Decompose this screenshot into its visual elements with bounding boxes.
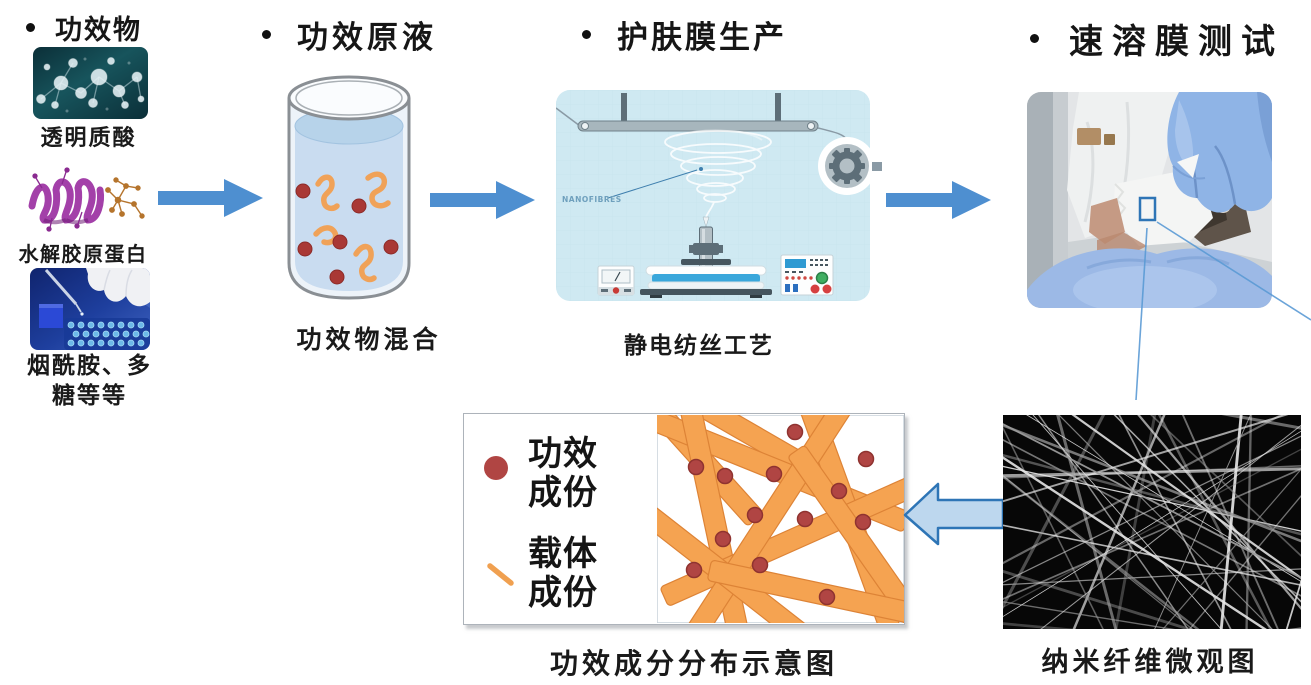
caption-electrospinning: 静电纺丝工艺: [624, 333, 774, 359]
arrow-right-icon: [430, 181, 535, 219]
legend-dot-icon: [484, 456, 508, 480]
collagen-image: [22, 160, 148, 236]
arrow-right-icon: [886, 181, 991, 219]
electrospinning-illustration: NANOFIBRES: [556, 90, 882, 301]
caption-hyaluronic-acid: 透明质酸: [40, 126, 137, 151]
legend-line-icon: [487, 563, 514, 586]
legend-label-active: 功效 成份: [528, 434, 598, 514]
caption-mixing: 功效物混合: [296, 325, 442, 354]
stage-2-title: 功效原液: [297, 20, 437, 56]
molecule-photo-art: [33, 47, 148, 119]
sem-caption: 纳米纤维微观图: [1041, 647, 1259, 678]
bullet-icon: [26, 23, 35, 32]
bullet-icon: [1030, 34, 1039, 43]
stage-2-title-row: 功效原液: [262, 12, 437, 57]
nanofiber-swirl: [664, 129, 772, 218]
bullet-icon: [582, 30, 591, 39]
fiber-schematic: [657, 415, 904, 623]
collagen-helix-art: [22, 160, 148, 236]
caption-niacinamide: 烟酰胺、多 糖等等: [27, 353, 152, 409]
film-application-art: [1027, 92, 1272, 308]
stage-1-title-row: 功效物: [26, 8, 142, 47]
block-arrow-left-icon: [903, 482, 1005, 546]
film-test-photo: [1027, 92, 1272, 308]
arrow-right-icon: [158, 179, 263, 217]
stage-3-title: 护肤膜生产: [617, 20, 787, 56]
bullet-icon: [262, 30, 271, 39]
machine-label: NANOFIBRES: [562, 195, 622, 204]
zoom-callout-rect: [1138, 196, 1157, 222]
stage-4-title-row: 速溶膜测试: [1030, 14, 1284, 63]
caption-collagen: 水解胶原蛋白: [18, 242, 148, 266]
beaker-illustration: [287, 75, 411, 300]
stage-1-title: 功效物: [55, 15, 142, 46]
stage-4-title: 速溶膜测试: [1069, 22, 1284, 62]
stage-3-title-row: 护肤膜生产: [582, 12, 787, 57]
pipette-photo-art: [30, 268, 150, 350]
lab-photo-image: [30, 268, 150, 350]
hyaluronic-acid-image: [33, 47, 148, 119]
legend-label-carrier: 载体 成份: [528, 534, 598, 614]
schematic-caption: 功效成分分布示意图: [549, 647, 838, 680]
voltmeter-device: [597, 265, 635, 296]
bottom-panel: 功效 成份 载体 成份: [463, 413, 905, 625]
gear-icon: [829, 148, 882, 184]
sem-image: [1003, 415, 1301, 629]
control-panel-device: [780, 254, 834, 296]
